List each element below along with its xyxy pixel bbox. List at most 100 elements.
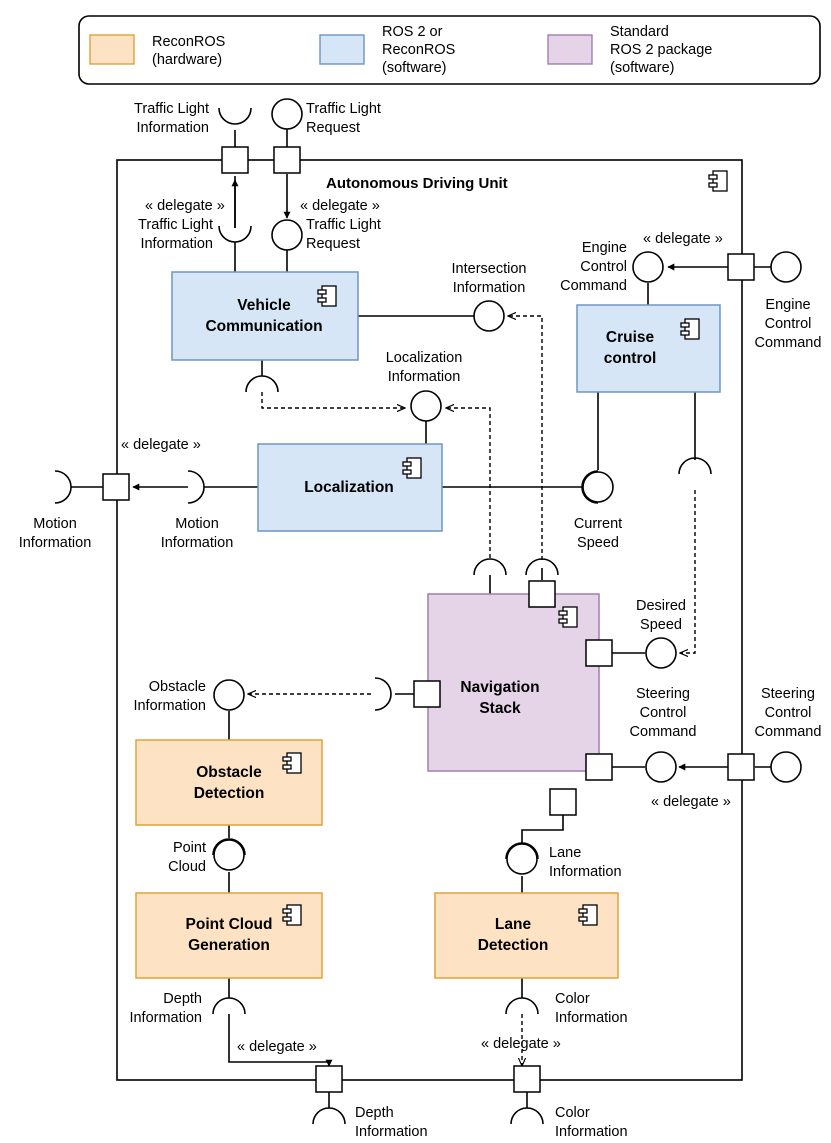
interface-socket (678, 457, 712, 475)
interface-socket (54, 470, 72, 504)
interface-socket (374, 677, 392, 711)
interface-socket (218, 225, 252, 243)
interface-socket (218, 107, 252, 125)
port (315, 1065, 343, 1093)
delegate-label: « delegate » (300, 198, 380, 214)
interface-ball (271, 98, 303, 130)
port (549, 788, 577, 816)
port (585, 753, 613, 781)
interface-socket (245, 375, 279, 393)
port (727, 253, 755, 281)
port (273, 146, 301, 174)
interface-socket (187, 470, 205, 504)
component-localization: Localization (257, 443, 443, 532)
port (528, 580, 556, 608)
port (102, 473, 130, 501)
interface-socket (212, 997, 246, 1015)
legend-swatch-standard (547, 34, 593, 65)
unit-component-icon (708, 170, 728, 192)
delegate-label: « delegate » (145, 198, 225, 214)
delegate-label: « delegate » (121, 437, 201, 453)
port (513, 1065, 541, 1093)
interface-socket (312, 1107, 346, 1125)
svg-text:Localization: Localization (304, 479, 394, 496)
interface-socket (505, 997, 539, 1015)
port (585, 639, 613, 667)
dependencies (248, 316, 696, 1066)
legend-frame (78, 15, 821, 85)
interface-ball (410, 390, 442, 422)
delegate-label: « delegate » (481, 1036, 561, 1052)
interface-ball (213, 839, 245, 871)
autonomous-driving-unit (116, 159, 743, 1081)
legend-swatch-software (319, 34, 365, 65)
interface-socket (510, 1107, 544, 1125)
interface-socket (505, 842, 539, 860)
provided-interfaces (213, 98, 802, 875)
port (221, 146, 249, 174)
interface-socket (473, 558, 507, 576)
interface-ball (506, 843, 538, 875)
ports (102, 146, 755, 1093)
connectors (71, 128, 786, 1108)
interface-socket (525, 558, 559, 576)
interface-ball (473, 300, 505, 332)
interface-ball (582, 471, 614, 503)
unit-title: Autonomous Driving Unit (326, 175, 508, 192)
delegate-label: « delegate » (643, 231, 723, 247)
interface-ball (213, 679, 245, 711)
delegate-label: « delegate » (237, 1039, 317, 1055)
delegate-label: « delegate » (651, 794, 731, 810)
interface-ball (645, 637, 677, 669)
interface-socket (212, 838, 246, 856)
interface-ball (632, 251, 664, 283)
legend-label-hardware: ReconROS(hardware) (152, 34, 225, 68)
port (413, 680, 441, 708)
legend-swatch-hardware (89, 34, 135, 65)
interface-ball (770, 751, 802, 783)
interface-ball (645, 751, 677, 783)
interface-socket (581, 470, 599, 504)
port (727, 753, 755, 781)
interface-ball (271, 219, 303, 251)
interface-ball (770, 251, 802, 283)
